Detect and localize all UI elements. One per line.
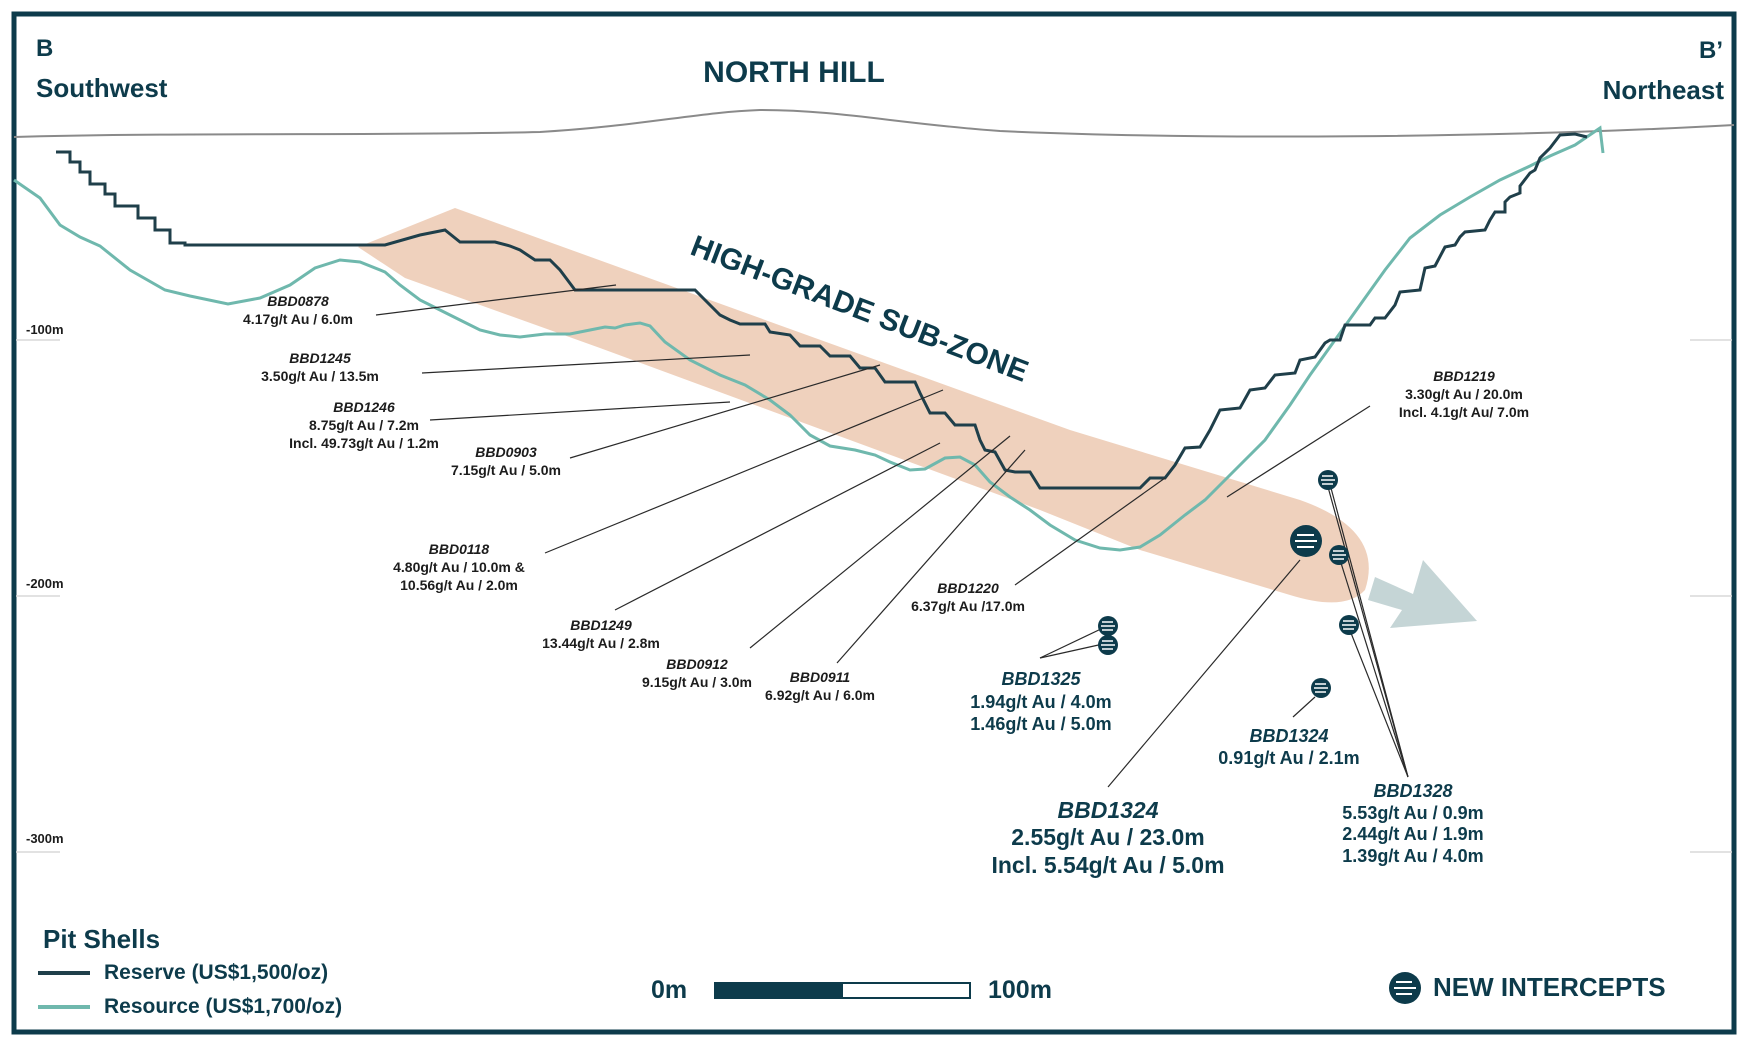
scale-bar-fill: [715, 983, 843, 998]
hole-grade: Incl. 49.73g/t Au / 1.2m: [289, 435, 439, 451]
new-intercepts-legend: NEW INTERCEPTS: [1389, 972, 1666, 1004]
depth-label: -100m: [26, 322, 64, 337]
intercept-marker: [1318, 470, 1338, 490]
intercept-label: BBD0118 4.80g/t Au / 10.0m & 10.56g/t Au…: [393, 541, 525, 593]
intercept-label: BBD1220 6.37g/t Au /17.0m: [911, 580, 1025, 614]
legend-title: Pit Shells: [43, 924, 160, 954]
leader-lines: [375, 284, 1409, 788]
hole-grade: 1.94g/t Au / 4.0m: [970, 692, 1111, 712]
hole-grade: 6.92g/t Au / 6.0m: [765, 687, 875, 703]
intercept-label: BBD0878 4.17g/t Au / 6.0m: [243, 293, 353, 327]
intercept-marker: [1311, 678, 1331, 698]
hole-grade: 10.56g/t Au / 2.0m: [400, 577, 518, 593]
intercept-marker: [1290, 525, 1322, 557]
legend: Pit Shells Reserve (US$1,500/oz) Resourc…: [38, 924, 342, 1018]
hole-name: BBD0911: [790, 669, 851, 685]
scale-bar: 0m 100m: [651, 976, 1052, 1004]
scale-end-label: 100m: [988, 976, 1052, 1004]
hole-grade: 9.15g/t Au / 3.0m: [642, 674, 752, 690]
hole-grade: 5.53g/t Au / 0.9m: [1342, 803, 1483, 823]
legend-reserve-label: Reserve (US$1,500/oz): [104, 961, 328, 984]
hole-grade: 6.37g/t Au /17.0m: [911, 598, 1025, 614]
hole-grade: Incl. 4.1g/t Au/ 7.0m: [1399, 404, 1529, 420]
section-end-letter: B’: [1699, 37, 1723, 64]
legend-resource-label: Resource (US$1,700/oz): [104, 995, 342, 1018]
intercept-label: BBD1245 3.50g/t Au / 13.5m: [261, 350, 379, 384]
depth-label: -300m: [26, 831, 64, 846]
depth-label: -200m: [26, 576, 64, 591]
frame-border: [11, 11, 1737, 1035]
page-title: NORTH HILL: [703, 56, 885, 89]
intercept-label: BBD0911 6.92g/t Au / 6.0m: [765, 669, 875, 703]
hole-name: BBD0118: [429, 541, 490, 557]
hole-grade: 13.44g/t Au / 2.8m: [542, 635, 660, 651]
hole-name: BBD1245: [289, 350, 351, 366]
intercept-markers: [1098, 470, 1359, 698]
reserve-pit-shell: [56, 132, 1588, 490]
hole-name: BBD1324: [1249, 726, 1328, 746]
intercept-marker: [1098, 635, 1118, 655]
intercept-label: BBD0903 7.15g/t Au / 5.0m: [451, 444, 561, 478]
hole-grade: 8.75g/t Au / 7.2m: [309, 417, 419, 433]
high-grade-zone: [358, 208, 1369, 603]
depth-ticks: [16, 339, 1732, 853]
hole-name: BBD1324: [1058, 797, 1159, 823]
section-start-direction: Southwest: [36, 73, 168, 103]
intercept-label: BBD1219 3.30g/t Au / 20.0m Incl. 4.1g/t …: [1399, 368, 1529, 420]
hole-grade: 1.39g/t Au / 4.0m: [1342, 846, 1483, 866]
hole-name: BBD1325: [1001, 669, 1081, 689]
hole-grade: 7.15g/t Au / 5.0m: [451, 462, 561, 478]
section-end-direction: Northeast: [1603, 75, 1725, 105]
scale-bar-outline: [714, 982, 971, 999]
hole-grade: 2.55g/t Au / 23.0m: [1011, 824, 1204, 850]
hole-grade: 4.80g/t Au / 10.0m &: [393, 559, 525, 575]
hole-name: BBD1249: [570, 617, 632, 633]
intercept-marker: [1329, 545, 1349, 565]
hole-grade: 3.30g/t Au / 20.0m: [1405, 386, 1523, 402]
new-intercept-label: BBD1325 1.94g/t Au / 4.0m 1.46g/t Au / 5…: [970, 669, 1111, 734]
hole-name: BBD0878: [267, 293, 329, 309]
hole-name: BBD0912: [666, 656, 728, 672]
topography-line: [13, 108, 1735, 138]
new-intercept-label: BBD1328 5.53g/t Au / 0.9m 2.44g/t Au / 1…: [1342, 781, 1483, 866]
hole-name: BBD1246: [333, 399, 395, 415]
hole-grade: Incl. 5.54g/t Au / 5.0m: [991, 852, 1224, 878]
intercept-label: BBD0912 9.15g/t Au / 3.0m: [642, 656, 752, 690]
new-intercepts-label: NEW INTERCEPTS: [1433, 972, 1666, 1002]
new-intercept-label: BBD1324 2.55g/t Au / 23.0m Incl. 5.54g/t…: [991, 797, 1224, 878]
new-intercept-icon: [1389, 972, 1421, 1004]
scale-start-label: 0m: [651, 976, 687, 1004]
hole-grade: 2.44g/t Au / 1.9m: [1342, 824, 1483, 844]
intercept-marker: [1339, 615, 1359, 635]
hole-name: BBD1219: [1433, 368, 1495, 384]
intercept-label: BBD1249 13.44g/t Au / 2.8m: [542, 617, 660, 651]
new-intercept-label: BBD1324 0.91g/t Au / 2.1m: [1218, 726, 1359, 768]
hole-name: BBD0903: [475, 444, 537, 460]
hole-name: BBD1220: [937, 580, 999, 596]
hole-grade: 4.17g/t Au / 6.0m: [243, 311, 353, 327]
section-start-letter: B: [36, 35, 53, 62]
direction-arrow: [1368, 560, 1477, 628]
hole-grade: 0.91g/t Au / 2.1m: [1218, 748, 1359, 768]
hole-grade: 3.50g/t Au / 13.5m: [261, 368, 379, 384]
hole-grade: 1.46g/t Au / 5.0m: [970, 714, 1111, 734]
hole-name: BBD1328: [1373, 781, 1452, 801]
intercept-marker: [1098, 616, 1118, 636]
intercept-label: BBD1246 8.75g/t Au / 7.2m Incl. 49.73g/t…: [289, 399, 439, 451]
